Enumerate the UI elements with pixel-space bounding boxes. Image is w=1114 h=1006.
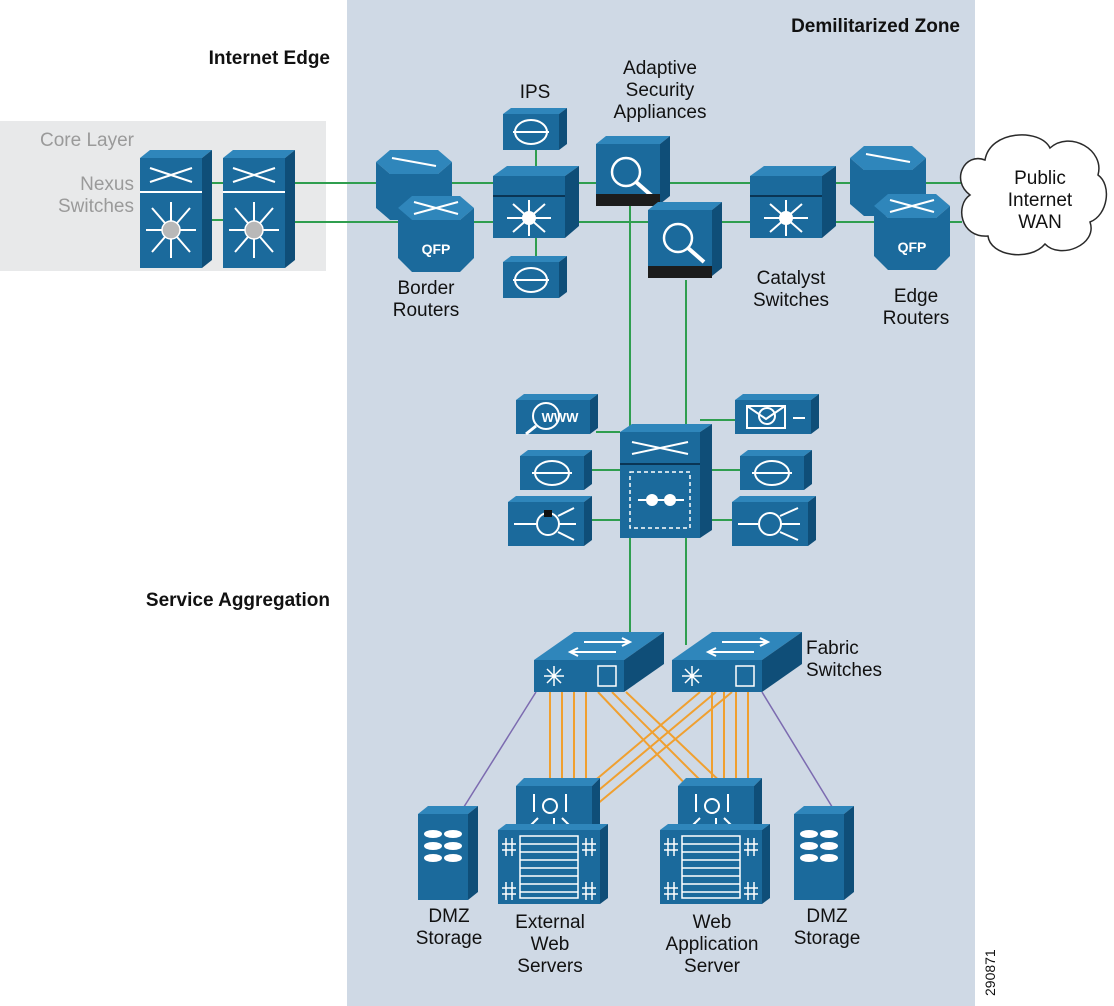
ips-sensor-top <box>503 108 567 150</box>
dmz-storage-left-icon <box>418 806 478 900</box>
service-chassis <box>620 424 712 538</box>
dmz-storage-left-label: DMZ Storage <box>415 906 483 949</box>
purple-links <box>461 691 835 811</box>
core-layer-label: Core Layer <box>40 130 134 151</box>
nexus-switch-right <box>223 150 295 268</box>
asa-appliance-front <box>648 202 722 278</box>
fabric-switch-left <box>534 632 664 692</box>
router-badge-edge: QFP <box>898 239 927 255</box>
fabric-switch-right <box>672 632 802 692</box>
border-routers-label: Border Routers <box>392 278 460 321</box>
border-router-front: QFP <box>398 196 474 272</box>
nexus-switches-label: Nexus Switches <box>57 174 134 217</box>
dmz-storage-right-icon <box>794 806 854 900</box>
catalyst-switch-left <box>493 166 579 238</box>
cloud-label: Public Internet WAN <box>1007 168 1073 233</box>
web-application-server-label: Web Application Server <box>665 912 759 977</box>
edge-routers-label: Edge Routers <box>882 286 950 329</box>
fabric-switches-label: Fabric Switches <box>806 638 883 681</box>
web-application-server-icon <box>660 778 770 904</box>
figure-id: 290871 <box>982 949 998 996</box>
firewall-module-left <box>520 450 592 490</box>
internet-cloud <box>959 134 1108 256</box>
internet-edge-label: Internet Edge <box>208 48 330 69</box>
service-aggregation-label: Service Aggregation <box>145 590 330 611</box>
ips-sensor-bottom <box>503 256 567 298</box>
www-badge: WWW <box>542 410 580 425</box>
firewall-module-right <box>740 450 812 490</box>
asa-label: Adaptive Security Appliances <box>613 58 707 123</box>
nexus-switch-left <box>140 150 212 268</box>
vpn-module <box>508 496 592 546</box>
catalyst-switches-label: Catalyst Switches <box>752 268 830 311</box>
green-links <box>212 150 962 645</box>
external-web-servers-label: External Web Servers <box>515 912 585 977</box>
router-badge-border: QFP <box>422 241 451 257</box>
load-balancer-module <box>732 496 816 546</box>
asa-appliance-back <box>596 136 670 206</box>
dmz-storage-right-label: DMZ Storage <box>793 906 861 949</box>
edge-router-front: QFP <box>874 194 950 270</box>
email-security-appliance <box>735 394 819 434</box>
external-web-servers-icon <box>498 778 608 904</box>
ips-label: IPS <box>519 82 551 103</box>
catalyst-switch-right <box>750 166 836 238</box>
web-security-appliance: WWW <box>516 394 598 436</box>
dmz-zone-label: Demilitarized Zone <box>791 16 960 37</box>
